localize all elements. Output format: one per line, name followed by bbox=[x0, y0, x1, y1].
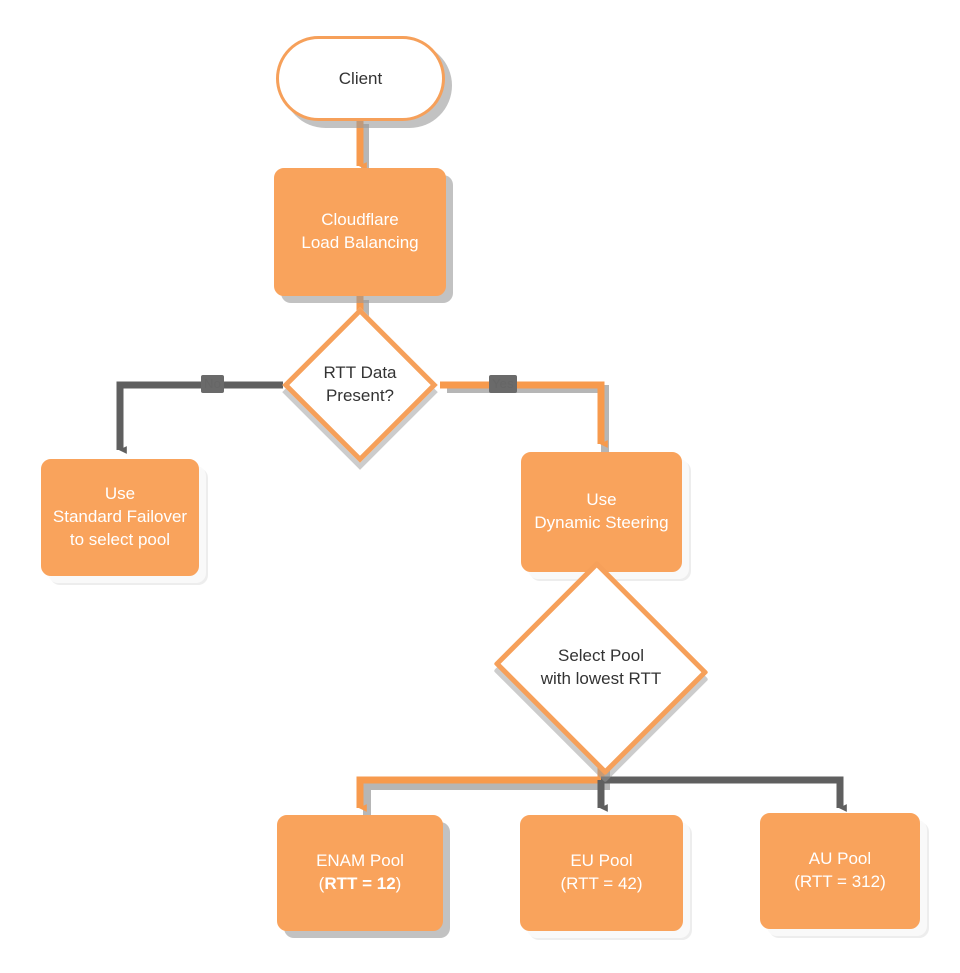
node-client-label: Client bbox=[338, 68, 383, 88]
node-rtt-present-label: RTT Data Present? bbox=[305, 330, 415, 440]
node-enam-line1: ENAM Pool bbox=[316, 851, 404, 871]
node-cloudflare-load-balancing[interactable]: Cloudflare Load Balancing bbox=[274, 168, 446, 296]
node-au-rtt-line: (RTT = 312) bbox=[794, 871, 886, 894]
node-select-pool[interactable]: Select Pool with lowest RTT bbox=[493, 560, 709, 776]
edge-rtt-present-no-to-failover bbox=[116, 381, 283, 454]
node-dynamic-line2: Dynamic Steering bbox=[534, 513, 669, 532]
node-select-pool-label: Select Pool with lowest RTT bbox=[522, 595, 680, 741]
node-au-pool[interactable]: AU Pool (RTT = 312) bbox=[760, 813, 920, 929]
node-lb-line2: Load Balancing bbox=[301, 233, 419, 252]
node-failover-line3: to select pool bbox=[69, 529, 171, 549]
node-au-paren-open: ( bbox=[794, 872, 800, 891]
node-eu-paren-open: ( bbox=[560, 874, 567, 893]
node-enam-rtt-line: (RTT = 12) bbox=[316, 873, 404, 896]
edge-rtt-present-yes-to-dynamic bbox=[440, 381, 608, 448]
node-failover-line2: Standard Failover bbox=[52, 507, 188, 527]
node-standard-failover[interactable]: Use Standard Failover to select pool bbox=[41, 459, 199, 576]
edge-select-pool-to-enam bbox=[356, 736, 605, 812]
node-enam-paren-close: ) bbox=[395, 874, 402, 893]
edge-label-no: No bbox=[201, 375, 225, 393]
node-rtt-data-present[interactable]: RTT Data Present? bbox=[282, 307, 438, 463]
node-eu-rtt-value: RTT = 42 bbox=[566, 874, 637, 893]
node-failover-line1: Use bbox=[104, 484, 136, 504]
node-select-pool-line1: Select Pool bbox=[557, 646, 644, 666]
node-au-line1: AU Pool bbox=[808, 849, 872, 869]
node-eu-pool[interactable]: EU Pool (RTT = 42) bbox=[520, 815, 683, 931]
node-enam-rtt-value: RTT = 12 bbox=[324, 874, 396, 893]
node-rtt-present-line2: Present? bbox=[325, 386, 395, 405]
node-dynamic-steering[interactable]: Use Dynamic Steering bbox=[521, 452, 682, 572]
node-dynamic-line1: Use bbox=[586, 490, 617, 510]
node-enam-paren-open: ( bbox=[318, 874, 325, 893]
edge-select-pool-to-au bbox=[601, 776, 847, 812]
node-eu-line1: EU Pool bbox=[570, 851, 633, 871]
edge-label-yes: Yes bbox=[489, 375, 517, 393]
node-eu-paren-close: ) bbox=[636, 874, 643, 893]
node-eu-rtt-line: (RTT = 42) bbox=[560, 873, 642, 896]
node-select-pool-line2: with lowest RTT bbox=[540, 669, 662, 688]
node-au-paren-close: ) bbox=[880, 872, 886, 891]
node-client[interactable]: Client bbox=[276, 36, 445, 121]
node-au-rtt-value: RTT = 312 bbox=[799, 872, 881, 891]
node-rtt-present-line1: RTT Data bbox=[323, 363, 397, 383]
node-enam-pool[interactable]: ENAM Pool (RTT = 12) bbox=[277, 815, 443, 931]
node-lb-line1: Cloudflare bbox=[321, 210, 399, 230]
